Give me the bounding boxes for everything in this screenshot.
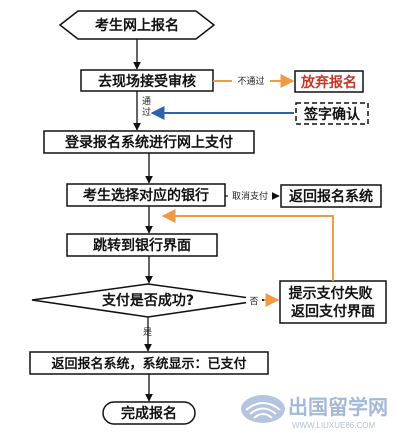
- edge-passed-char-1: 通: [142, 96, 151, 107]
- node-end: 完成报名: [102, 401, 196, 425]
- edge-not-passed-bg: [232, 75, 270, 87]
- watermark-name: 出国留学网: [288, 395, 388, 419]
- node-bank-page-label: 跳转到银行界面: [93, 237, 191, 254]
- edge-fail-loop: [161, 209, 334, 281]
- node-pay-login-label: 登录报名系统进行网上支付: [64, 134, 233, 151]
- watermark-logo-icon: [241, 395, 285, 423]
- node-fail-line-1: 提示支付失败: [289, 285, 374, 302]
- node-sign: 签字确认: [295, 102, 369, 125]
- node-fail-line-2: 返回支付界面: [291, 303, 375, 320]
- edge-cancel-pay-label: 取消支付: [232, 190, 268, 202]
- node-return-system-label: 返回报名系统: [289, 188, 373, 205]
- edge-no-bg: [246, 294, 262, 307]
- node-paid: 返回报名系统，系统显示：已支付: [29, 351, 269, 375]
- node-paid-label: 返回报名系统，系统显示：已支付: [51, 356, 246, 372]
- watermark: 出国留学网 WWW.LIUXUE86.COM: [241, 395, 388, 430]
- watermark-url: WWW.LIUXUE86.COM: [292, 421, 375, 430]
- node-start-label: 考生网上报名: [95, 17, 179, 34]
- node-fail: 提示支付失败 返回支付界面: [279, 280, 387, 324]
- edge-passed-char-2: 过: [142, 106, 151, 118]
- node-review: 去现场接受审核: [80, 69, 214, 92]
- node-choose-bank-label: 考生选择对应的银行: [83, 187, 209, 204]
- node-pay-login: 登录报名系统进行网上支付: [43, 130, 255, 154]
- edge-cancel-bg: [228, 189, 272, 202]
- node-sign-label: 签字确认: [303, 106, 361, 123]
- node-start: 考生网上报名: [58, 10, 216, 40]
- edge-passed-label: 通 过: [142, 96, 154, 118]
- node-end-label: 完成报名: [121, 405, 177, 422]
- node-abandon: 放弃报名: [294, 70, 364, 93]
- node-bank-page: 跳转到银行界面: [66, 233, 218, 257]
- node-choose-bank: 考生选择对应的银行: [66, 183, 226, 207]
- node-abandon-label: 放弃报名: [300, 74, 357, 91]
- node-fail-label: 提示支付失败 返回支付界面: [289, 285, 378, 320]
- node-return-system: 返回报名系统: [280, 184, 382, 208]
- node-review-label: 去现场接受审核: [98, 73, 196, 90]
- edge-not-passed-label: 不通过: [237, 75, 264, 87]
- node-decision-label: 支付是否成功?: [101, 292, 194, 309]
- edge-no-label: 否: [249, 296, 258, 307]
- edge-yes-label: 是: [143, 327, 152, 338]
- node-decision: 支付是否成功?: [31, 283, 265, 318]
